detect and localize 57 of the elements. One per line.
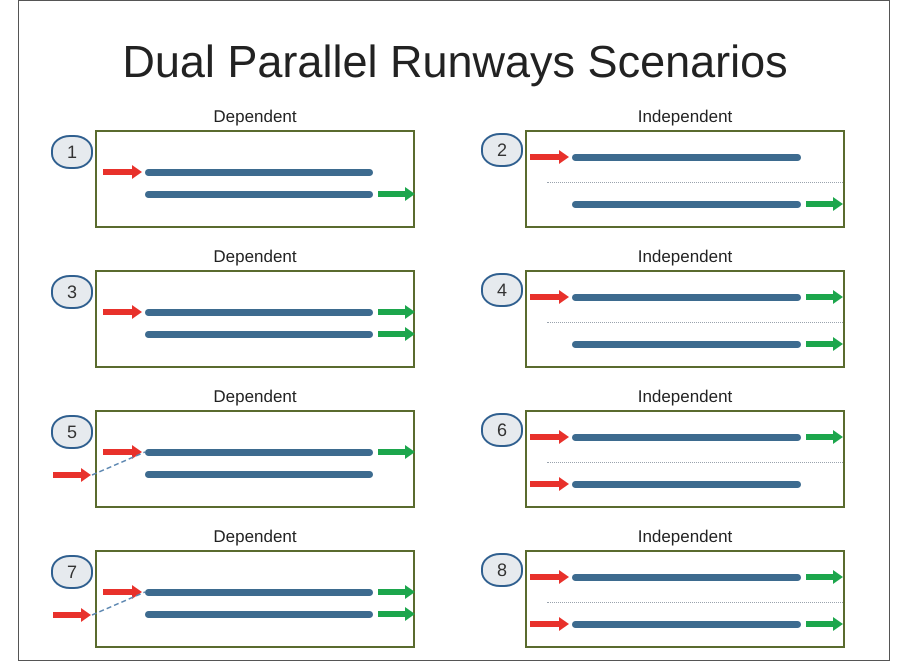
flight-arrow [378,585,415,599]
panel-heading: Independent [636,246,734,268]
runway-bar [572,340,801,348]
title: Dual Parallel Runways Scenarios [121,36,789,88]
runway-bar [145,588,373,596]
dashed-path-line [92,451,146,476]
runway-bar [572,154,801,160]
flight-arrow [806,337,843,351]
flight-arrow [378,305,415,319]
flight-arrow [806,290,843,304]
flight-arrow [806,197,843,211]
flight-arrow [530,290,569,304]
flight-arrow [378,607,415,621]
scenario-number: 5 [51,415,93,449]
flight-arrow [530,430,569,444]
flight-arrow [530,150,569,164]
scenario-number: 2 [481,133,523,167]
runway-bar [145,610,373,618]
runway-bar [572,574,801,580]
panel-heading: Dependent [212,106,298,128]
dashed-path-line [92,591,146,616]
scenario-number: 8 [481,553,523,587]
flight-arrow [806,430,843,444]
runway-bar [572,620,801,628]
panel-heading: Independent [636,386,734,408]
flight-arrow [530,617,569,631]
flight-arrow [378,187,415,201]
panel-heading: Independent [636,106,734,128]
runway-bar [145,308,373,316]
scenario-number: 4 [481,273,523,307]
flight-arrow [378,327,415,341]
panel-heading: Independent [636,526,734,548]
runway-bar [572,434,801,440]
panel-heading: Dependent [212,386,298,408]
panel-heading: Dependent [212,526,298,548]
runway-bar [145,330,373,338]
runway-bar [145,448,373,456]
flight-arrow [806,570,843,584]
runway-bar [572,294,801,300]
flight-arrow [378,445,415,459]
runway-bar [145,168,373,176]
flight-arrow [103,165,142,179]
flight-arrow [530,570,569,584]
panel-heading: Dependent [212,246,298,268]
scenario-number: 7 [51,555,93,589]
runway-bar [145,190,373,198]
scenario-number: 3 [51,275,93,309]
scenario-number: 6 [481,413,523,447]
runway-bar [572,480,801,488]
scenario-number: 1 [51,135,93,169]
flight-arrow [103,585,142,599]
flight-arrow [103,445,142,459]
flight-arrow [806,617,843,631]
flight-arrow [103,305,142,319]
runway-bar [145,470,373,478]
runway-bar [572,200,801,208]
flight-arrow [530,477,569,491]
